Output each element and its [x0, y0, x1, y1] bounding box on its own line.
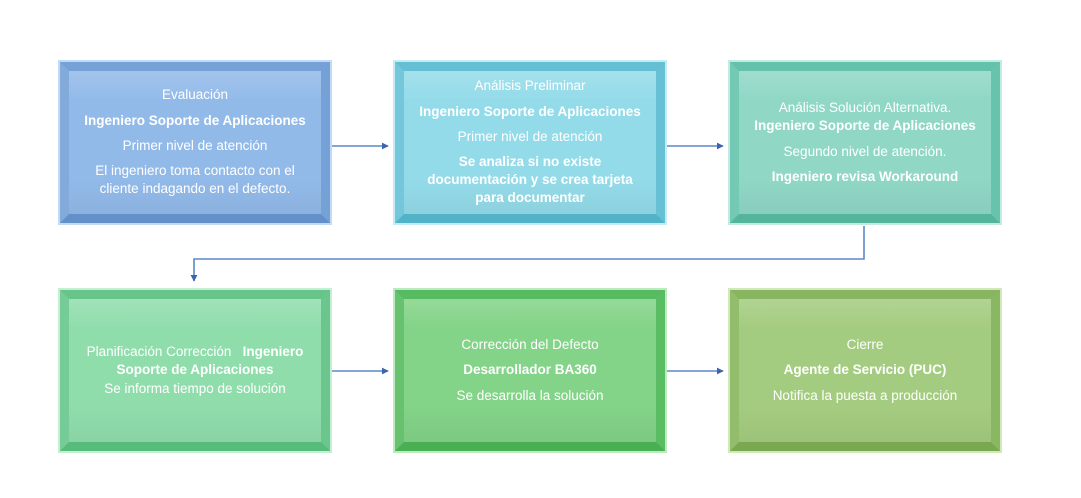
box-paragraph: Notifica la puesta a producción	[749, 387, 981, 405]
flow-box-analisis-solucion-alternativa: Análisis Solución Alternativa. Ingeniero …	[728, 60, 1002, 225]
text-run: Ingeniero Soporte de Aplicaciones	[84, 112, 306, 128]
box-paragraph: Se analiza si no existe documentación y s…	[414, 153, 646, 208]
text-run: Agente de Servicio (PUC)	[783, 362, 947, 378]
text-run: Notifica la puesta a producción	[772, 387, 958, 403]
text-run: Planificación Corrección	[86, 344, 243, 360]
connector-analisis-solucion-alternativa-to-planificacion-correccion	[190, 226, 865, 282]
text-run: Ingeniero revisa Workaround	[771, 168, 959, 184]
text-run: Se desarrolla la solución	[456, 387, 604, 403]
box-paragraph: Se desarrolla la solución	[414, 387, 646, 405]
box-paragraph: El ingeniero toma contacto con el cliente…	[79, 162, 311, 198]
box-paragraph: Ingeniero Soporte de Aplicaciones	[79, 112, 311, 130]
text-run: Análisis Preliminar	[474, 78, 586, 94]
text-run: Corrección del Defecto	[461, 337, 599, 353]
text-run: cliente indagando en el defecto.	[99, 181, 291, 197]
text-run: Análisis Solución Alternativa.	[778, 100, 952, 116]
box-paragraph: Ingeniero Soporte de Aplicaciones	[414, 103, 646, 121]
text-run: Primer nivel de atención	[457, 128, 603, 144]
text-run: Evaluación	[161, 87, 229, 103]
text-run: Ingeniero	[242, 344, 304, 360]
text-run: Segundo nivel de atención.	[783, 143, 947, 159]
box-paragraph: Agente de Servicio (PUC)	[749, 361, 981, 379]
box-paragraph: Cierre	[749, 336, 981, 354]
box-paragraph: Análisis Solución Alternativa. Ingeniero …	[749, 99, 981, 135]
box-paragraph: Primer nivel de atención	[414, 128, 646, 146]
box-paragraph: Primer nivel de atención	[79, 137, 311, 155]
text-run: Cierre	[846, 337, 884, 353]
box-paragraph: Corrección del Defecto	[414, 336, 646, 354]
box-content: Análisis Solución Alternativa. Ingeniero …	[741, 73, 989, 212]
text-run: Ingeniero Soporte de Aplicaciones	[419, 103, 641, 119]
text-run: El ingeniero toma contacto con el	[95, 163, 295, 179]
text-run: Soporte de Aplicaciones	[116, 362, 274, 378]
text-run: para documentar	[475, 190, 585, 206]
text-run: Primer nivel de atención	[122, 137, 268, 153]
text-run: Se informa tiempo de solución	[104, 380, 286, 396]
box-paragraph: Segundo nivel de atención.	[749, 143, 981, 161]
box-paragraph: Ingeniero revisa Workaround	[749, 168, 981, 186]
text-run: Se analiza si no existe	[458, 154, 602, 169]
text-run: documentación y se crea tarjeta	[427, 172, 633, 188]
text-run: Desarrollador BA360	[463, 362, 597, 378]
text-run: Ingeniero Soporte de Aplicaciones	[754, 118, 976, 134]
box-paragraph: Análisis Preliminar	[414, 77, 646, 95]
box-paragraph: Desarrollador BA360	[414, 361, 646, 379]
box-paragraph: Evaluación	[79, 86, 311, 104]
